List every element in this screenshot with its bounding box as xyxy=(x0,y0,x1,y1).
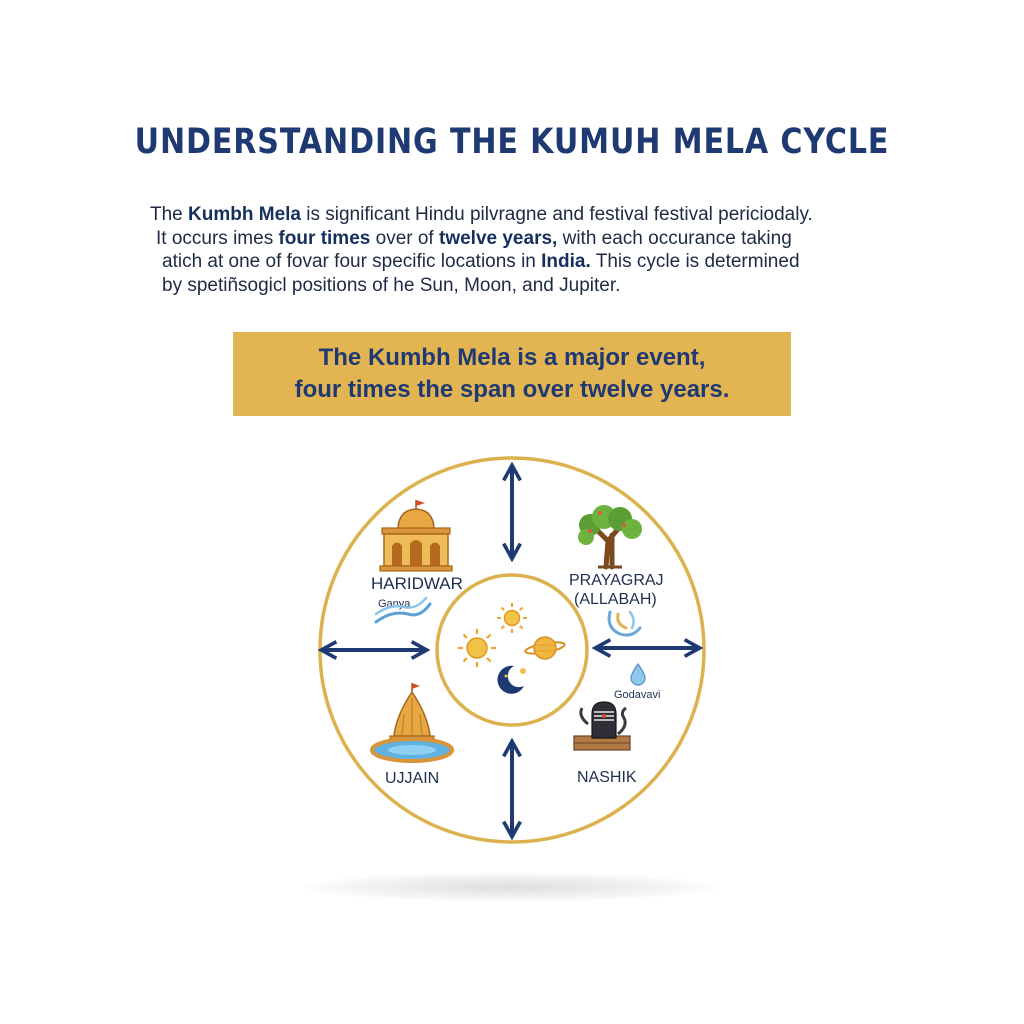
banner-line-1: The Kumbh Mela is a major event, xyxy=(318,344,706,371)
nashik-label: NASHIK xyxy=(577,769,637,786)
nashik-river-label: Godavavi xyxy=(614,689,660,701)
shiva-lingam-icon xyxy=(573,701,631,751)
highlight-banner: The Kumbh Mela is a major event, four ti… xyxy=(233,332,791,416)
diagram-shadow xyxy=(300,872,720,902)
tree-icon xyxy=(578,505,642,570)
moon-icon xyxy=(497,665,526,694)
intro-line-1: The Kumbh Mela is significant Hindu pilv… xyxy=(150,204,813,225)
intro-line-3: atich at one of fovar four specific loca… xyxy=(162,251,800,272)
prayagraj-sublabel: (ALLABAH) xyxy=(574,591,657,608)
jupiter-icon xyxy=(524,636,566,660)
river-icon xyxy=(374,596,432,624)
temple-pond-icon xyxy=(370,683,454,763)
temple-icon xyxy=(379,500,453,572)
ujjain-label: UJJAIN xyxy=(385,770,439,787)
confluence-icon xyxy=(607,610,642,637)
sun-icon xyxy=(497,603,527,633)
intro-paragraph: The Kumbh Mela is significant Hindu pilv… xyxy=(150,203,880,297)
banner-line-2: four times the span over twelve years. xyxy=(294,376,730,403)
intro-line-2: It occurs imes four times over of twelve… xyxy=(156,227,792,249)
arrows xyxy=(323,467,698,835)
inner-ring xyxy=(435,573,589,727)
intro-line-4: by spetiñsogicl positions of he Sun, Moo… xyxy=(162,274,621,296)
page-title: UNDERSTANDING THE KUMUH MELA CYCLE xyxy=(134,122,890,162)
water-drop-icon xyxy=(630,662,646,686)
prayagraj-label: PRAYAGRAJ xyxy=(569,572,664,589)
haridwar-label: HARIDWAR xyxy=(371,574,463,593)
sun-icon xyxy=(458,629,496,667)
